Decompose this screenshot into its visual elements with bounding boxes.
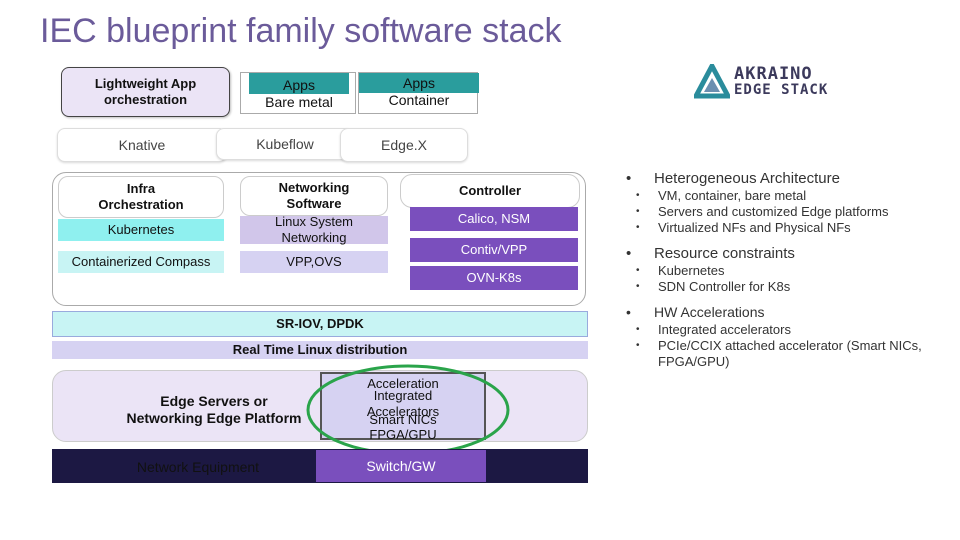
apps-container-box: Apps Container [358,72,479,114]
edge-servers-label: Edge Servers or Networking Edge Platform [126,393,302,426]
sriov-dpdk-bar: SR-IOV, DPDK [52,311,588,337]
sub-bullet-text: SDN Controller for K8s [658,279,791,294]
sub-bullet-text: PCIe/CCIX attached accelerator (Smart NI… [658,338,922,369]
kubeflow-label: Kubeflow [256,135,314,152]
page-title: IEC blueprint family software stack [40,12,562,50]
edgex-box: Edge.X [340,128,468,162]
knative-label: Knative [118,136,166,153]
lightweight-orchestration-box: Lightweight App orchestration [61,67,230,117]
feature-bullet-list: • Heterogeneous Architecture • VM, contai… [626,163,956,370]
vpp-ovs-box: VPP,OVS [240,251,388,273]
bullet-hw-text: HW Accelerations [654,304,765,320]
kubeflow-box: Kubeflow [216,128,354,160]
bullet-dot: • [626,304,631,320]
sub-bullet-dot: • [636,340,640,351]
apps-bare-metal-box: Apps Bare metal [240,72,356,114]
infra-orchestration-label: Infra Orchestration [98,181,184,212]
bullet-resource-text: Resource constraints [654,245,795,262]
green-highlight-ellipse [306,364,510,456]
bullet-heterogeneous: • Heterogeneous Architecture [626,169,956,188]
sub-bullet: • Servers and customized Edge platforms [626,204,956,220]
networking-software-label: Networking Software [278,180,350,211]
sub-bullet-text: Servers and customized Edge platforms [658,204,889,219]
sub-bullet-dot: • [636,265,640,276]
sub-bullet-text: Virtualized NFs and Physical NFs [658,220,851,235]
sub-bullet-dot: • [636,206,640,217]
sub-bullet-text: Integrated accelerators [658,322,791,337]
linux-system-networking-label: Linux System Networking [274,214,354,245]
contiv-vpp-label: Contiv/VPP [460,242,528,257]
sub-bullet-dot: • [636,324,640,335]
acceleration-box [320,372,486,440]
edgex-label: Edge.X [381,136,427,153]
sub-bullet-text: Kubernetes [658,263,725,278]
bullet-heterogeneous-text: Heterogeneous Architecture [654,170,840,187]
sriov-dpdk-label: SR-IOV, DPDK [276,316,364,331]
bullet-dot: • [626,170,632,187]
sub-bullet-dot: • [636,281,640,292]
integrated-accelerators-label: Integrated Accelerators [366,388,440,419]
switch-gw-box: Switch/GW [316,450,486,482]
switch-gw-label: Switch/GW [366,457,436,474]
rt-linux-label: Real Time Linux distribution [232,342,408,357]
calico-nsm-label: Calico, NSM [457,211,531,226]
controller-label: Controller [458,183,522,198]
kubernetes-label: Kubernetes [107,222,175,237]
acceleration-label: Acceleration [367,376,439,391]
sub-bullet: • Kubernetes [626,263,956,279]
logo-line2: EDGE STACK [734,82,829,98]
sub-bullet: • SDN Controller for K8s [626,279,956,295]
sub-bullet-text: VM, container, bare metal [658,188,807,203]
sub-bullet: • Virtualized NFs and Physical NFs [626,220,956,236]
calico-nsm-box: Calico, NSM [410,207,578,231]
bullet-dot: • [626,245,632,262]
apps-bare-metal-label: Apps Bare metal [265,77,333,110]
bullet-hw-accelerations: • HW Accelerations [626,303,956,322]
containerized-compass-box: Containerized Compass [58,251,224,273]
infra-orchestration-box: Infra Orchestration [58,176,224,218]
bullet-resource-constraints: • Resource constraints [626,244,956,263]
contiv-vpp-box: Contiv/VPP [410,238,578,262]
linux-system-networking-box: Linux System Networking [240,214,388,245]
vpp-ovs-label: VPP,OVS [286,254,342,269]
sub-bullet-dot: • [636,222,640,233]
network-equipment-label: Network Equipment [136,458,260,475]
lightweight-label: Lightweight App orchestration [94,76,197,107]
knative-box: Knative [57,128,227,162]
apps-container-label: Apps Container [388,75,450,108]
logo-line1: AKRAINO [734,64,813,84]
akraino-logo: AKRAINO EDGE STACK [694,62,834,102]
controller-box: Controller [400,174,580,208]
sub-bullet: • PCIe/CCIX attached accelerator (Smart N… [626,338,956,370]
rt-linux-bar: Real Time Linux distribution [52,341,588,359]
fpga-gpu-label: FPGA/GPU [369,427,437,442]
akraino-logo-icon [694,64,730,99]
ovn-k8s-label: OVN-K8s [466,270,522,285]
sub-bullet-dot: • [636,190,640,201]
networking-software-box: Networking Software [240,176,388,216]
sub-bullet: • Integrated accelerators [626,322,956,338]
kubernetes-box: Kubernetes [58,219,224,241]
smart-nics-label: Smart NICs [369,412,437,427]
sub-bullet: • VM, container, bare metal [626,188,956,204]
containerized-compass-label: Containerized Compass [71,254,211,269]
ovn-k8s-box: OVN-K8s [410,266,578,290]
